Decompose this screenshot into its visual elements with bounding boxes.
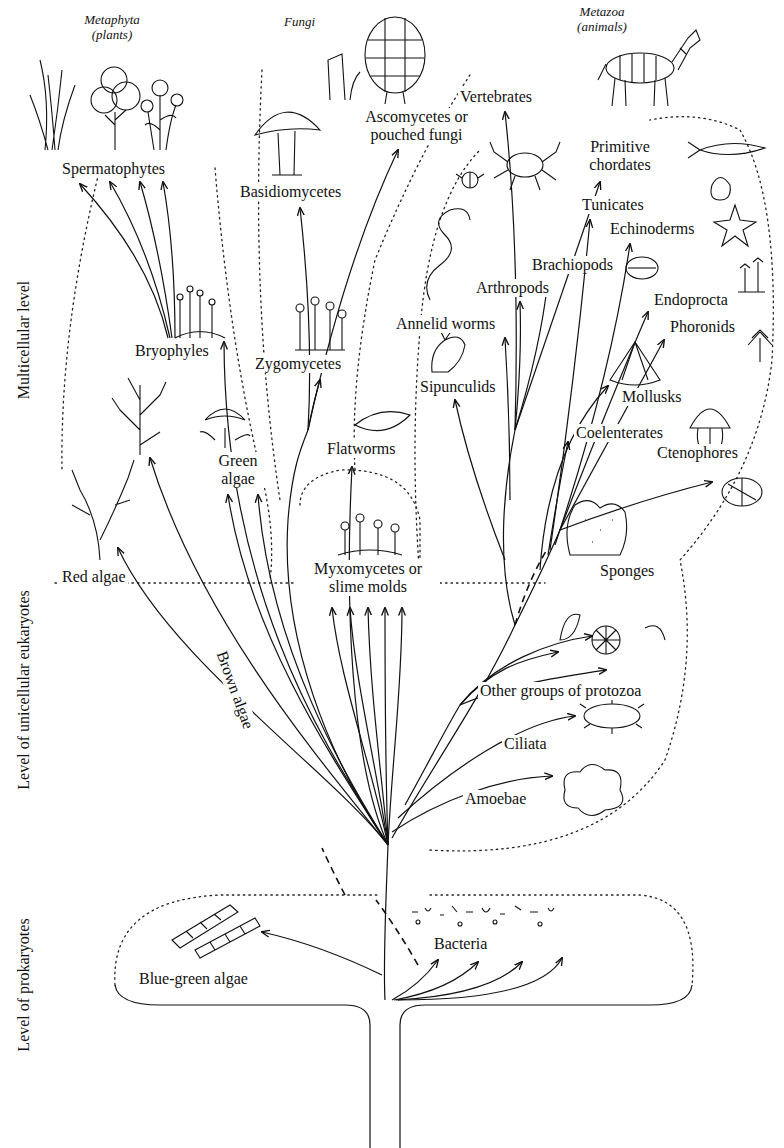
group-label: Vertebrates [458, 88, 534, 106]
level-label: Level of prokaryotes [15, 916, 33, 1053]
group-label: Bryophyles [133, 342, 211, 360]
group-label: Metazoa (animals) [560, 4, 644, 34]
group-label: Amoebae [463, 790, 528, 808]
group-label: Sponges [598, 562, 656, 580]
level-label: Level of unicellular eukaryotes [15, 588, 33, 791]
group-label: Annelid worms [394, 315, 497, 333]
group-label: Other groups of protozoa [478, 682, 643, 700]
group-label: Bacteria [432, 935, 489, 953]
group-label: Green algae [205, 452, 271, 488]
group-label: Basidiomycetes [238, 183, 343, 201]
group-label: Fungi [282, 14, 317, 29]
group-label: Spermatophytes [60, 160, 167, 178]
group-label: Red algae [60, 568, 128, 586]
group-label: Brachiopods [530, 256, 615, 274]
group-label: Coelenterates [574, 424, 665, 442]
group-label: Ciliata [502, 735, 549, 753]
group-label: Flatworms [325, 440, 397, 458]
group-label: Echinoderms [608, 220, 696, 238]
group-label: Endoprocta [652, 291, 730, 309]
group-label: Metaphyta (plants) [70, 12, 154, 42]
group-label: Myxomycetes or slime molds [296, 560, 440, 596]
group-label: Blue-green algae [137, 970, 250, 988]
group-label: Sipunculids [418, 378, 498, 396]
group-label: Arthropods [474, 279, 551, 297]
group-label: Zygomycetes [253, 355, 343, 373]
group-label: Mollusks [620, 388, 684, 406]
group-label: Ctenophores [655, 444, 740, 462]
group-label: Brown algae [212, 647, 258, 733]
group-label: Ascomycetes or pouched fungi [352, 108, 481, 144]
group-label: Tunicates [580, 196, 646, 214]
group-label: Phoronids [668, 318, 737, 336]
level-label: Multicellular level [15, 279, 33, 402]
group-label: Primitive chordates [572, 138, 668, 174]
